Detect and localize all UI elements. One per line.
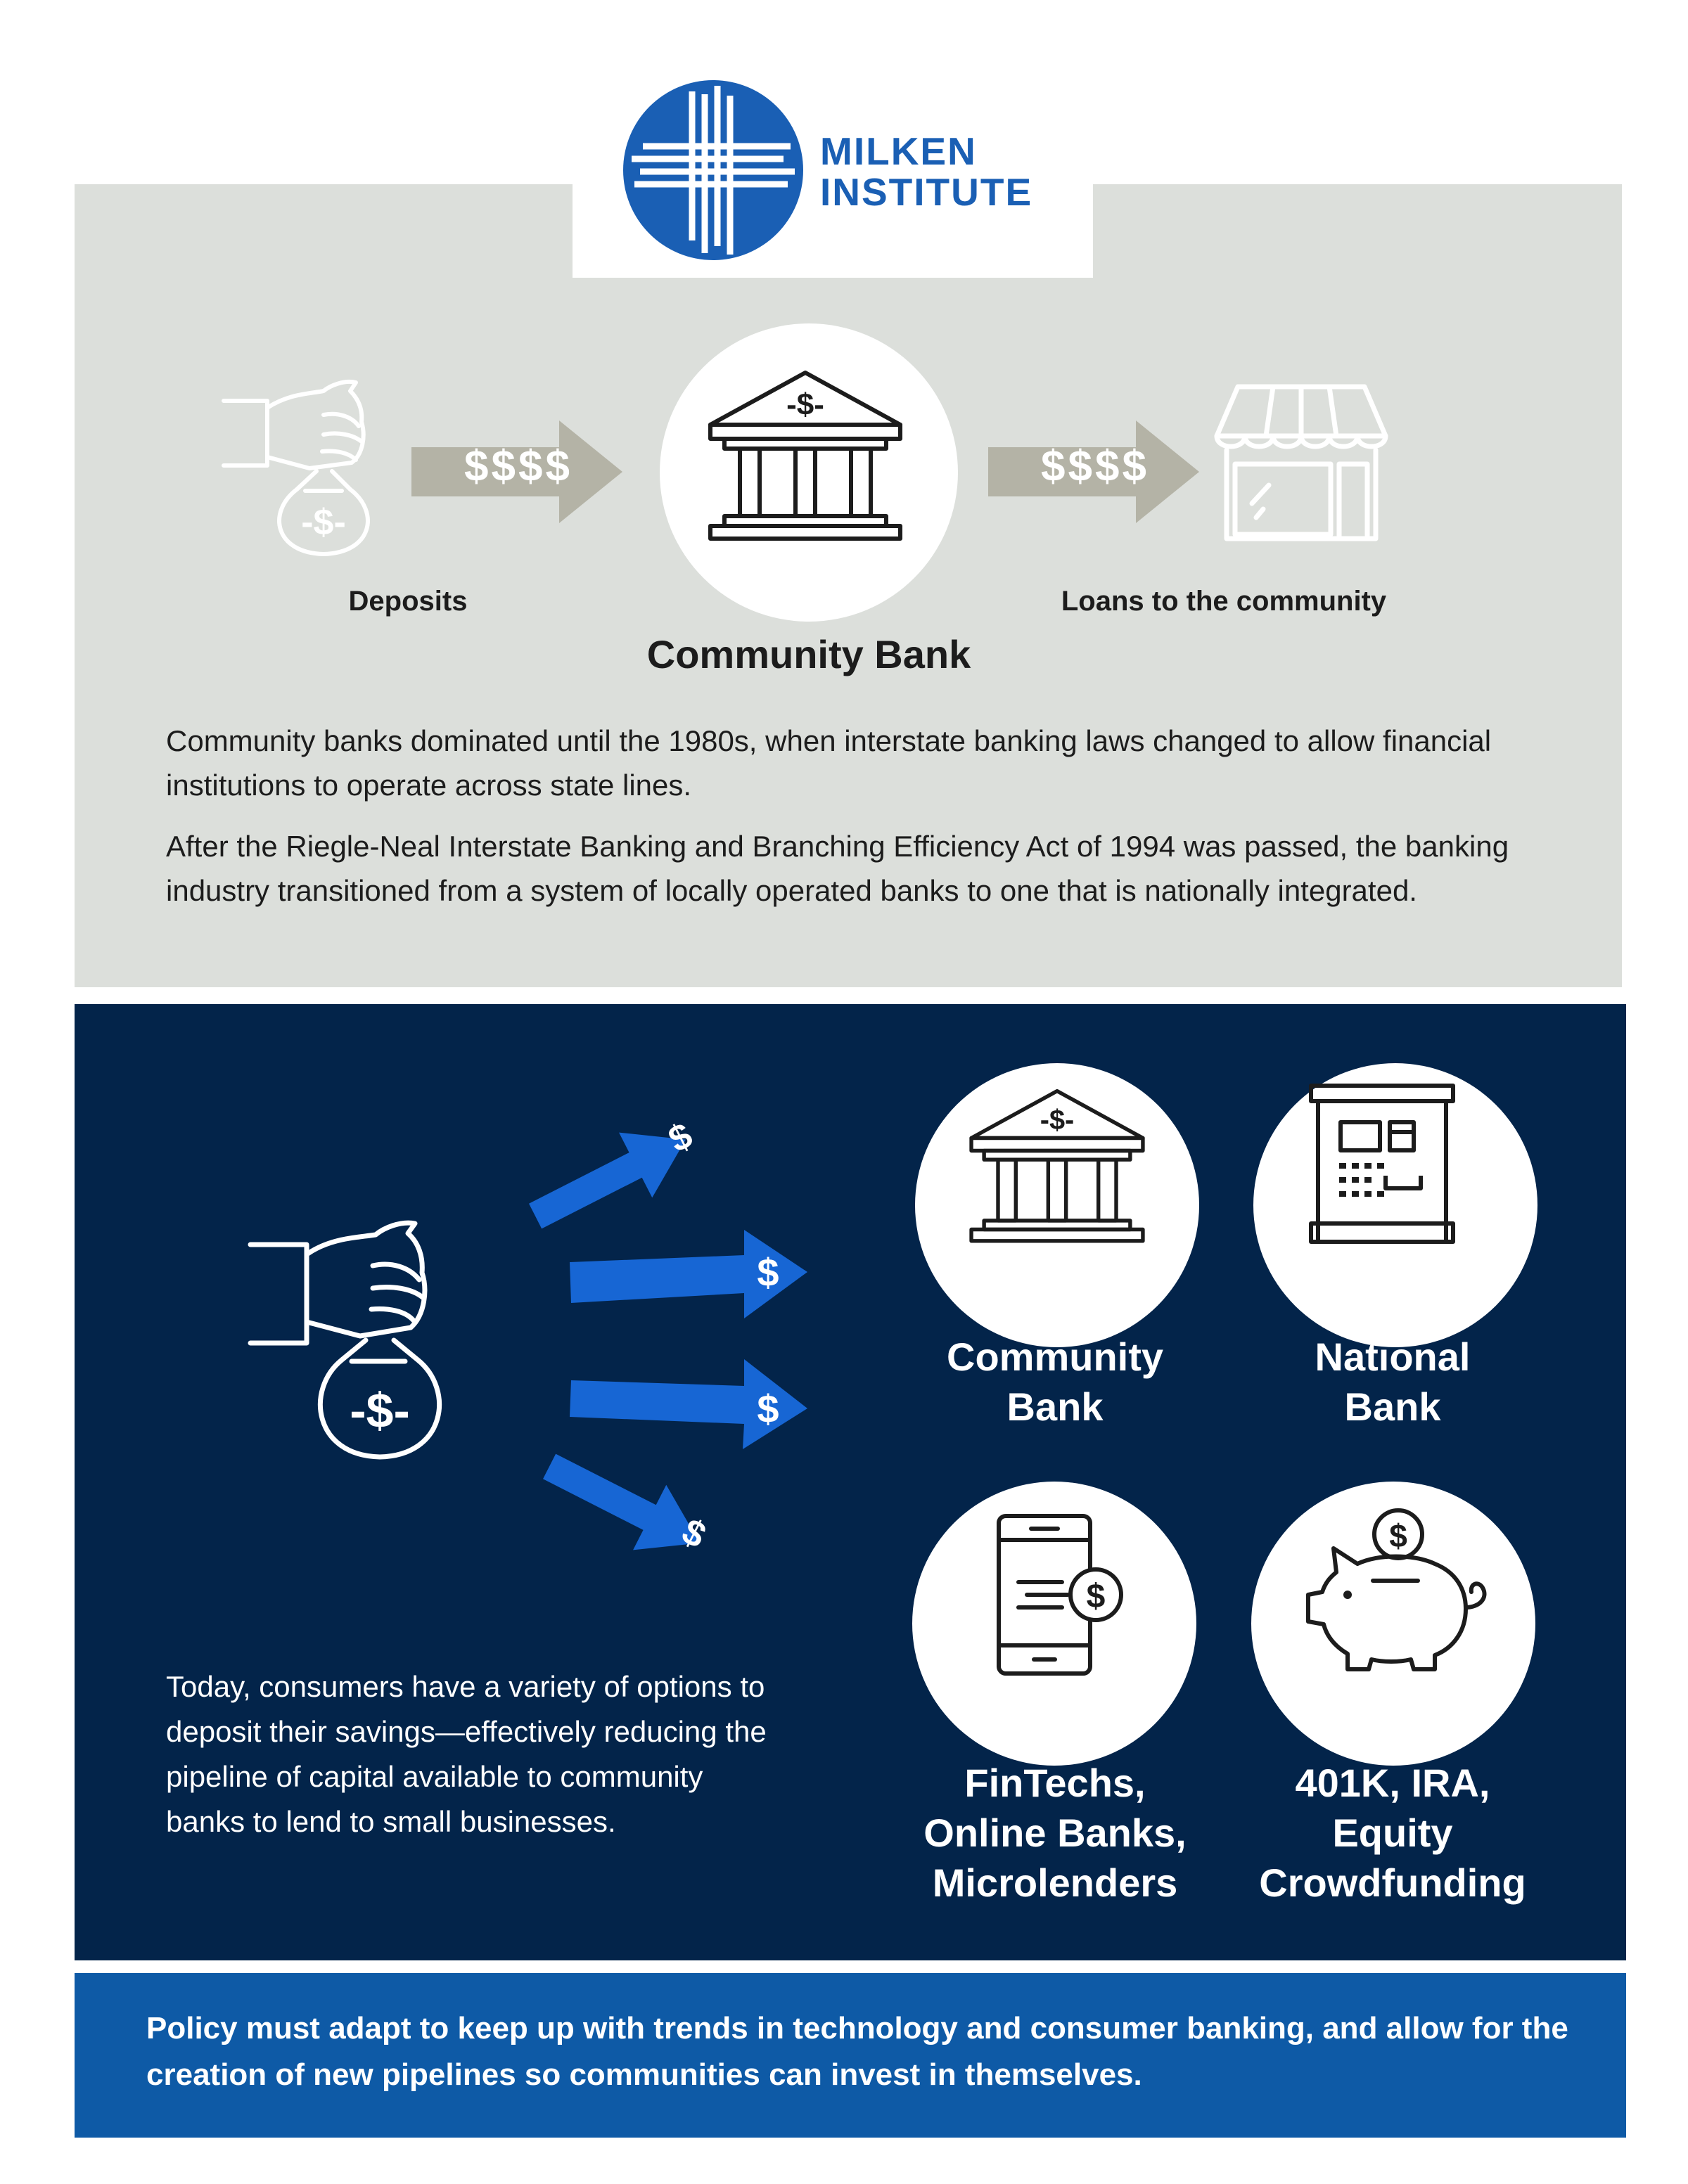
history-paragraph-1: Community banks dominated until the 1980… — [166, 724, 1492, 802]
option-arrow-3: $ — [570, 1359, 807, 1449]
piggy-bank-icon: $ — [1306, 1508, 1487, 1671]
mobile-payment-icon: $ — [997, 1514, 1123, 1676]
option-arrow-2-label: $ — [757, 1250, 779, 1295]
option-arrow-3-label: $ — [757, 1387, 779, 1431]
flow-arrow-deposits — [411, 420, 622, 523]
policy-panel — [75, 1973, 1626, 2138]
option-label-national-bank: National Bank — [1210, 1332, 1575, 1432]
community-bank-label: Community Bank — [646, 632, 971, 676]
option-label-line: National — [1315, 1335, 1471, 1379]
option-label-fintech: FinTechs, Online Banks, Microlenders — [872, 1758, 1238, 1908]
option-label-line: FinTechs, — [964, 1761, 1146, 1805]
flow-arrow-label-right: $$$$ — [1041, 442, 1149, 491]
loans-label: Loans to the community — [1061, 586, 1387, 617]
option-arrow-2: $ — [570, 1230, 807, 1318]
option-arrow-1: $ — [529, 1115, 699, 1229]
option-circle-401k — [1251, 1482, 1535, 1766]
option-label-line: Equity — [1332, 1811, 1453, 1855]
hand-money-bag-icon: -$- — [248, 1220, 442, 1460]
option-circle-community-bank — [915, 1063, 1199, 1347]
option-circle-national-bank — [1253, 1063, 1537, 1347]
storefront-icon — [1214, 384, 1388, 541]
option-label-line: Microlenders — [932, 1861, 1178, 1905]
milken-lattice-logo — [623, 80, 803, 260]
svg-text:-$-: -$- — [1040, 1105, 1075, 1136]
logo-line1: MILKEN — [820, 129, 977, 173]
svg-text:-$-: -$- — [350, 1383, 410, 1438]
option-label-line: Community — [947, 1335, 1163, 1379]
flow-arrow-loans — [988, 420, 1199, 523]
deposits-label: Deposits — [348, 586, 468, 617]
history-paragraph-2: After the Riegle-Neal Interstate Banking… — [166, 830, 1509, 907]
flow-arrow-label-left: $$$$ — [464, 442, 573, 491]
hand-money-bag-icon: -$- — [222, 380, 370, 556]
option-label-line: Crowdfunding — [1259, 1861, 1526, 1905]
svg-text:$: $ — [1087, 1578, 1106, 1615]
option-label-401k: 401K, IRA, Equity Crowdfunding — [1210, 1758, 1575, 1908]
option-label-line: 401K, IRA, — [1295, 1761, 1490, 1805]
svg-text:-$-: -$- — [786, 387, 824, 422]
logo-wordmark: MILKEN INSTITUTE — [820, 131, 1032, 212]
today-paragraph: Today, consumers have a variety of optio… — [166, 1670, 767, 1838]
bank-building-icon: -$- — [708, 371, 902, 541]
option-label-line: Online Banks, — [923, 1811, 1187, 1855]
atm-machine-icon — [1309, 1084, 1455, 1244]
option-label-community-bank: Community Bank — [872, 1332, 1238, 1432]
logo-line2: INSTITUTE — [820, 170, 1033, 214]
policy-statement: Policy must adapt to keep up with trends… — [146, 2011, 1568, 2092]
option-label-line: Bank — [1344, 1385, 1441, 1429]
option-arrow-4: $ — [543, 1453, 712, 1557]
svg-text:$: $ — [1389, 1517, 1407, 1554]
bank-building-icon: -$- — [969, 1088, 1145, 1243]
option-label-line: Bank — [1006, 1385, 1104, 1429]
svg-text:-$-: -$- — [301, 502, 346, 543]
